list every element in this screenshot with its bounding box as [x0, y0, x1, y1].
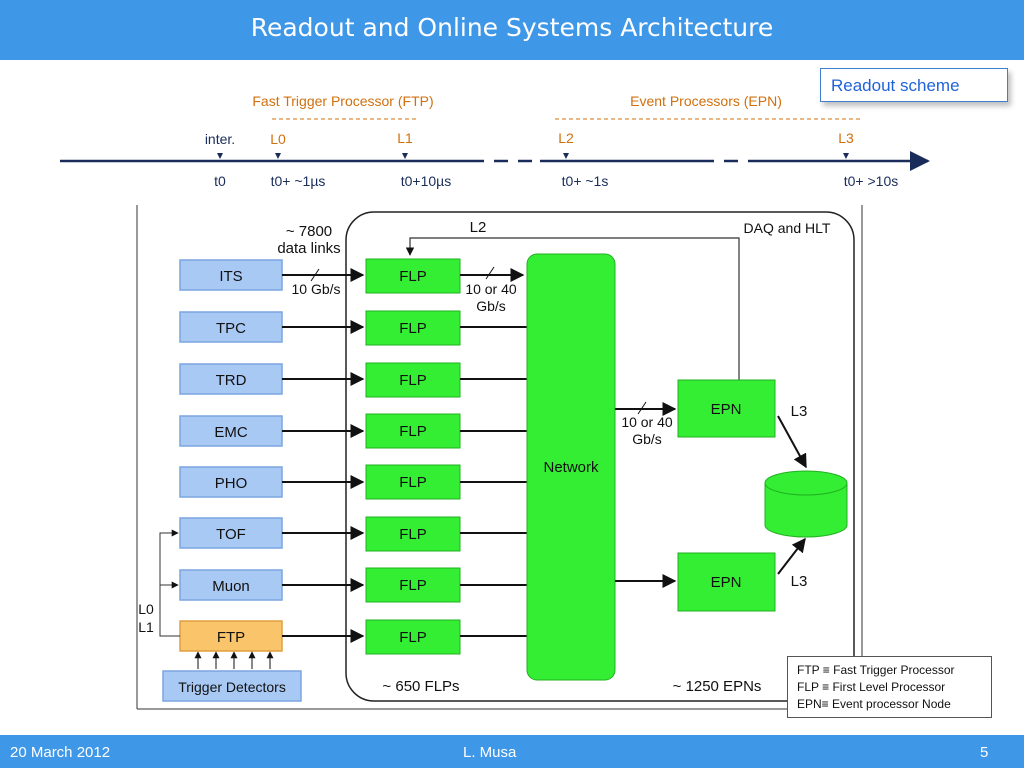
- detector-emc: [179, 415, 283, 447]
- marker-tick: [402, 153, 408, 159]
- flp-label: FLP: [399, 577, 427, 594]
- marker-tick: [843, 153, 849, 159]
- marker-tick: [217, 153, 223, 159]
- detector-muon-label: Muon: [212, 578, 250, 595]
- flp-node: [365, 413, 461, 449]
- link-speed-label: 10 Gb/s: [291, 281, 340, 297]
- trigger-l1-label: L1: [138, 619, 154, 635]
- time-l3: t0+ >10s: [844, 173, 899, 189]
- l3-label-bottom: L3: [791, 573, 808, 590]
- trigger-l0-label: L0: [138, 601, 154, 617]
- legend-flp: FLP ≡ First Level Processor: [797, 680, 946, 694]
- detector-flp-links: [282, 268, 365, 643]
- architecture-diagram: Fast Trigger Processor (FTP) Event Proce…: [60, 93, 930, 710]
- abbreviation-legend: FTP ≡ Fast Trigger Processor FLP ≡ First…: [787, 656, 992, 718]
- marker-tick: [563, 153, 569, 159]
- flp-label: FLP: [399, 320, 427, 337]
- link-slash: [485, 266, 495, 280]
- marker-tick: [275, 153, 281, 159]
- network-epn-speed: 10 or 40: [621, 414, 673, 430]
- footer-author: L. Musa: [463, 744, 517, 761]
- epn-label-bottom: EPN: [711, 574, 742, 591]
- flp-network-speed-unit: Gb/s: [476, 298, 506, 314]
- l2-feedback-label: L2: [470, 219, 487, 236]
- data-links-label: data links: [277, 240, 340, 257]
- detector-ftp: [179, 620, 283, 652]
- epn-label-top: EPN: [711, 401, 742, 418]
- data-links-count: ~ 7800: [286, 223, 332, 240]
- footer-page-number: 5: [980, 744, 989, 761]
- epn-count: ~ 1250 EPNs: [673, 678, 762, 695]
- trigger-detectors-box: [162, 670, 302, 702]
- flp-network-links: [460, 268, 527, 637]
- detector-its-label: ITS: [219, 268, 242, 285]
- footer-date: 20 March 2012: [10, 744, 111, 761]
- epn-section-label: Event Processors (EPN): [630, 93, 782, 109]
- title-bar: Readout and Online Systems Architecture: [0, 0, 1024, 60]
- l3-arrow-bottom: [777, 537, 806, 575]
- time-t0: t0: [214, 173, 226, 189]
- detector-tof: [179, 517, 283, 549]
- network-block: [526, 253, 616, 681]
- detector-trd-label: TRD: [216, 372, 247, 389]
- marker-label-l3: L3: [838, 130, 854, 146]
- marker-label-l0: L0: [270, 131, 286, 147]
- legend-epn: EPN≡ Event processor Node: [797, 697, 951, 711]
- l2-feedback-line: [405, 237, 740, 390]
- epn-node-bottom: [677, 552, 776, 612]
- flp-node: [365, 516, 461, 552]
- l3-arrow-top: [777, 415, 807, 469]
- storage-cylinder: [764, 470, 848, 538]
- marker-label-inter: inter.: [205, 131, 235, 147]
- readout-scheme-callout: Readout scheme: [820, 68, 1008, 102]
- flp-label: FLP: [399, 372, 427, 389]
- l3-label-top: L3: [791, 403, 808, 420]
- network-epn-speed-unit: Gb/s: [632, 431, 662, 447]
- trigger-detectors-label: Trigger Detectors: [178, 679, 286, 695]
- flp-label: FLP: [399, 629, 427, 646]
- flp-label: FLP: [399, 268, 427, 285]
- flp-label: FLP: [399, 423, 427, 440]
- detector-emc-label: EMC: [214, 424, 248, 441]
- detector-column: ITS TPC TRD EMC PHO TOF Muon FTP: [179, 259, 283, 652]
- flp-label: FLP: [399, 526, 427, 543]
- storage-body: [764, 482, 848, 538]
- detector-pho-label: PHO: [215, 475, 248, 492]
- flp-count: ~ 650 FLPs: [382, 678, 459, 695]
- daq-hlt-label: DAQ and HLT: [744, 220, 831, 236]
- slide-title: Readout and Online Systems Architecture: [250, 13, 774, 42]
- trigger-timeline: Fast Trigger Processor (FTP) Event Proce…: [60, 93, 930, 189]
- detector-ftp-label: FTP: [217, 629, 245, 646]
- flp-network-speed: 10 or 40: [465, 281, 517, 297]
- detector-its: [179, 259, 283, 291]
- epn-node-top: [677, 379, 776, 438]
- time-l1: t0+10µs: [401, 173, 452, 189]
- detector-tpc-label: TPC: [216, 320, 246, 337]
- marker-label-l1: L1: [397, 130, 413, 146]
- time-l0: t0+ ~1µs: [271, 173, 326, 189]
- flp-label: FLP: [399, 474, 427, 491]
- marker-label-l2: L2: [558, 130, 574, 146]
- network-label: Network: [543, 459, 599, 476]
- legend-ftp: FTP ≡ Fast Trigger Processor: [797, 663, 955, 677]
- detector-tof-label: TOF: [216, 526, 246, 543]
- readout-scheme-label: Readout scheme: [831, 76, 960, 95]
- flp-node: [365, 567, 461, 603]
- storage-top: [764, 470, 848, 496]
- time-l2: t0+ ~1s: [562, 173, 609, 189]
- flp-node: [365, 258, 461, 294]
- ftp-section-label: Fast Trigger Processor (FTP): [252, 93, 433, 109]
- flp-node: [365, 619, 461, 655]
- flp-column: FLP FLP FLP FLP FLP FLP FLP FLP: [365, 258, 461, 655]
- flp-node: [365, 310, 461, 346]
- footer-bar: 20 March 2012 L. Musa 5: [0, 735, 1024, 768]
- flp-node: [365, 464, 461, 500]
